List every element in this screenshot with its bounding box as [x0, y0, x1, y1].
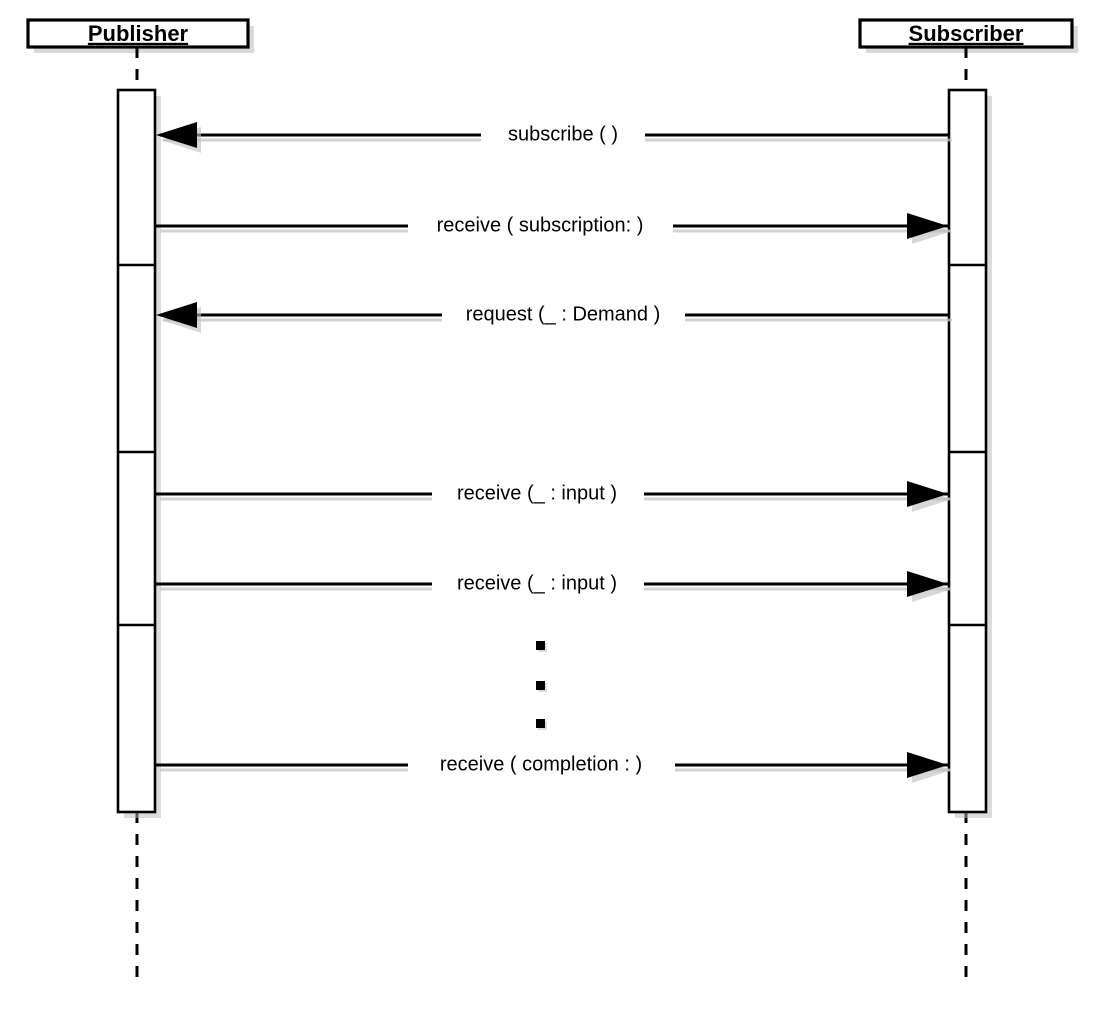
receive-input-2-label-bg	[432, 570, 644, 598]
receive-subscription-label-bg	[408, 212, 673, 240]
subscribe-arrowhead-left-icon	[156, 122, 197, 148]
subscribe-label: subscribe ( )	[508, 123, 618, 145]
message-receive-input-1[interactable]: receive (_ : input )	[156, 480, 952, 512]
receive-input-1-arrowhead-right-icon	[907, 481, 948, 507]
message-receive-completion[interactable]: receive ( completion : )	[156, 751, 952, 783]
receive-subscription-label: receive ( subscription: )	[437, 214, 644, 236]
receive-completion-arrowhead-right-icon	[907, 752, 948, 778]
request-demand-arrowhead-left-icon	[156, 302, 197, 328]
receive-subscription-arrowhead-right-icon	[907, 213, 948, 239]
message-receive-input-2[interactable]: receive (_ : input )	[156, 570, 952, 602]
message-request-demand[interactable]: request (_ : Demand )	[156, 301, 952, 333]
message-receive-subscription[interactable]: receive ( subscription: )	[156, 212, 952, 244]
vertical-ellipsis	[536, 641, 547, 730]
subscribe-label-bg	[481, 121, 645, 149]
ellipsis-dot-3	[536, 719, 545, 728]
message-subscribe[interactable]: subscribe ( )	[156, 121, 952, 153]
request-demand-label: request (_ : Demand )	[466, 303, 661, 325]
lifeline-publisher[interactable]: Publisher	[26, 18, 254, 982]
publisher-header-box[interactable]	[26, 18, 250, 49]
receive-input-1-label-bg	[432, 480, 644, 508]
receive-input-1-label: receive (_ : input )	[457, 482, 617, 504]
receive-completion-label: receive ( completion : )	[440, 753, 642, 775]
request-demand-label-bg	[442, 301, 685, 329]
publisher-header-label: Publisher	[88, 21, 189, 46]
subscriber-header-label: Subscriber	[909, 21, 1024, 46]
receive-input-2-arrowhead-right-icon	[907, 571, 948, 597]
lifeline-subscriber[interactable]: Subscriber	[858, 18, 1078, 982]
receive-completion-label-bg	[408, 751, 675, 779]
ellipsis-dot-1	[536, 641, 545, 650]
ellipsis-dot-2	[536, 681, 545, 690]
receive-input-2-label: receive (_ : input )	[457, 572, 617, 594]
